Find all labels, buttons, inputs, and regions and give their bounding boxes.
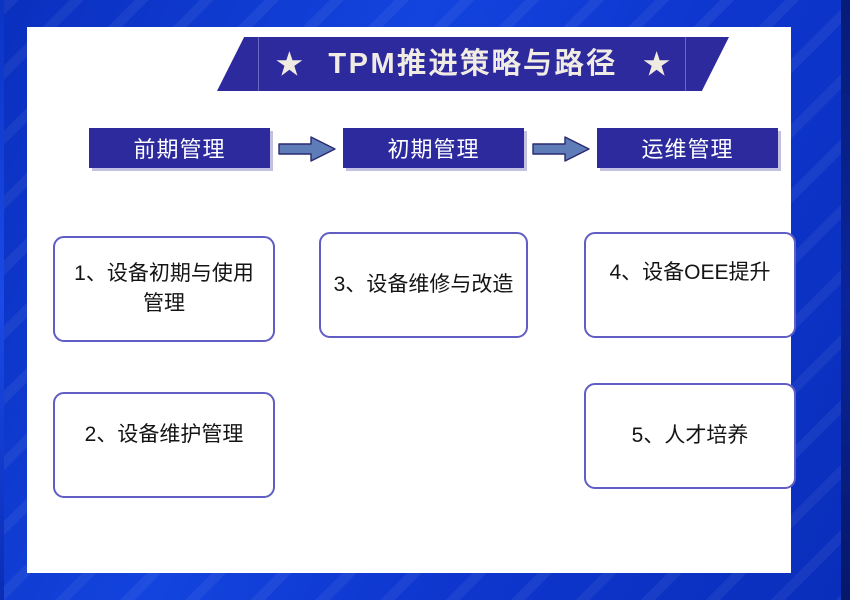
task-card-2-label: 2、设备维护管理 [84, 423, 244, 446]
star-icon-left [276, 51, 303, 76]
title-banner-content: TPM推进策略与路径 [217, 37, 729, 91]
task-card-1-label: 1、设备初期与使用管理 [74, 262, 254, 315]
task-card-5-label: 5、人才培养 [631, 424, 749, 448]
task-card-3-label: 3、设备维修与改造 [333, 273, 514, 297]
content-panel: TPM推进策略与路径 前期管理 初期管理 运维管理 1、设备初期与使用管理 2、… [27, 27, 796, 573]
stage-header-pre-management[interactable]: 前期管理 [89, 128, 270, 168]
star-icon-right [643, 51, 670, 76]
frame-edge-left [0, 0, 4, 600]
task-card-4[interactable]: 4、设备OEE提升 [584, 232, 796, 338]
task-card-5[interactable]: 5、人才培养 [584, 383, 796, 489]
stage-header-operations-management[interactable]: 运维管理 [597, 128, 778, 168]
task-card-1[interactable]: 1、设备初期与使用管理 [53, 236, 275, 342]
stage-header-initial-management[interactable]: 初期管理 [343, 128, 524, 168]
task-card-4-label: 4、设备OEE提升 [609, 261, 771, 284]
page-title: TPM推进策略与路径 [328, 47, 618, 80]
task-card-3[interactable]: 3、设备维修与改造 [319, 232, 528, 338]
title-banner: TPM推进策略与路径 [217, 37, 729, 91]
title-banner-divider-right [685, 37, 686, 91]
title-banner-divider-left [258, 37, 259, 91]
title-banner-shape [217, 37, 729, 91]
arrow-right-icon-1 [278, 135, 336, 163]
frame-edge-right [841, 0, 850, 600]
arrow-right-icon-2 [532, 135, 590, 163]
task-card-2[interactable]: 2、设备维护管理 [53, 392, 275, 498]
